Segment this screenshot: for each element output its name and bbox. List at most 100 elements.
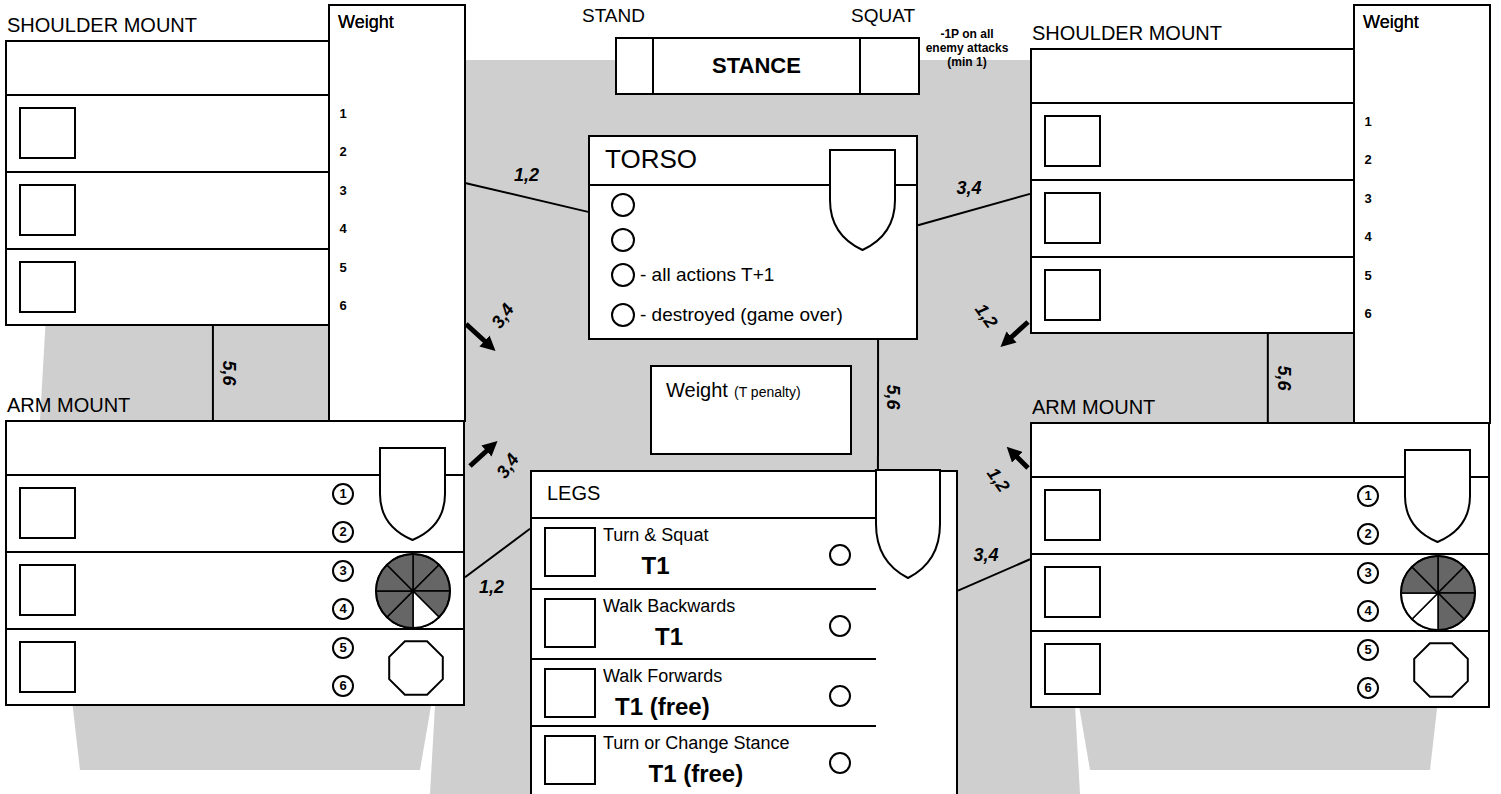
edge-label: 5,6 <box>1273 365 1294 390</box>
callout-number: 6 <box>332 675 354 697</box>
pie-wedge <box>376 591 413 617</box>
callout-number: 5 <box>332 637 354 659</box>
stance-heading: STAND <box>582 5 645 27</box>
checkbox-square <box>1045 644 1100 694</box>
pie-outline <box>1401 556 1475 630</box>
edge-label: 5,6 <box>883 384 904 409</box>
connector-line <box>465 183 588 212</box>
callout-number: 5 <box>1357 265 1379 287</box>
callout-number-text: 6 <box>1359 679 1377 697</box>
callout-number: 4 <box>332 218 354 240</box>
edge-label: 3,4 <box>956 177 981 198</box>
damage-circle <box>612 194 634 216</box>
panel-detail <box>1030 422 1490 708</box>
callout-number-text: 4 <box>334 600 352 618</box>
callout-number: 1 <box>332 103 354 125</box>
damage-circle <box>830 753 850 773</box>
armor-shield <box>830 150 895 250</box>
mount-heading: SHOULDER MOUNT <box>1032 22 1222 45</box>
callout-number-text: 2 <box>1359 525 1377 543</box>
arrow-label: 3,4 <box>487 300 518 332</box>
checkbox-square <box>1045 490 1100 540</box>
callout-number-text: 2 <box>334 143 352 161</box>
mount-heading: ARM MOUNT <box>1032 396 1155 419</box>
stance-track: STANCESTAND SQUAT <box>615 37 920 95</box>
checkbox-square <box>1045 193 1100 243</box>
callout-number: 1 <box>1357 485 1379 507</box>
pie-outline <box>376 554 450 628</box>
action-name: Turn & Squat <box>603 525 708 546</box>
weight-note: (T penalty) <box>734 384 801 400</box>
transfer-arrow <box>1006 322 1028 342</box>
callout-number-text: 1 <box>1359 113 1377 131</box>
callout-number-text: 1 <box>1359 487 1377 505</box>
action-cost: T1 (free) <box>649 760 744 788</box>
checkbox-square <box>545 736 595 784</box>
callout-number: 4 <box>1357 600 1379 622</box>
mount-panel: ARM MOUNTWeight123456 <box>5 420 465 706</box>
pie-wedge <box>1438 567 1475 593</box>
arrow-label: 3,4 <box>492 450 523 482</box>
arrow-label: 1,2 <box>982 464 1013 496</box>
action-cost: T1 <box>642 552 670 580</box>
callout-number-text: 1 <box>334 485 352 503</box>
action-name: Turn or Change Stance <box>603 733 789 754</box>
callout-number-text: 6 <box>334 677 352 695</box>
damage-circle <box>830 545 850 565</box>
row-divider <box>1030 553 1490 555</box>
callout-number-text: 4 <box>1359 602 1377 620</box>
pie-wedge <box>1401 593 1438 619</box>
connector-line <box>877 340 879 470</box>
callout-number-text: 4 <box>334 220 352 238</box>
pie-wedge <box>1438 593 1464 630</box>
panel-detail-group <box>5 448 465 695</box>
action-row: Walk BackwardsT1 <box>532 588 876 658</box>
checkbox-square <box>1045 567 1100 617</box>
callout-number-text: 3 <box>1359 190 1377 208</box>
stance-note: -1P on all enemy attacks (min 1) <box>925 28 1009 69</box>
panel-title: LEGS <box>547 482 600 505</box>
callout-number-text: 5 <box>334 259 352 277</box>
checkbox-square <box>1045 116 1100 166</box>
torso-panel: TORSO- all actions T+1- destroyed (game … <box>588 135 918 340</box>
stance-heading: SQUAT <box>851 5 915 27</box>
checkbox-square <box>1045 270 1100 320</box>
mech-silhouette <box>440 60 1060 470</box>
callout-number: 2 <box>1357 523 1379 545</box>
checkbox-square <box>20 565 75 615</box>
callout-number: 3 <box>1357 562 1379 584</box>
checkbox-square <box>20 642 75 692</box>
action-name: Walk Backwards <box>603 596 735 617</box>
callout-number: 2 <box>332 521 354 543</box>
stance-cell: SQUAT <box>859 39 918 93</box>
edge-label: 5,6 <box>219 360 240 385</box>
checkbox-square <box>545 669 595 717</box>
damage-note: - destroyed (game over) <box>640 304 843 326</box>
checkbox-square <box>20 488 75 538</box>
hit-pie <box>1401 556 1475 630</box>
callout-number: 5 <box>332 257 354 279</box>
legs-panel: LEGSTurn & SquatT1Walk BackwardsT1Walk F… <box>530 470 958 794</box>
edge-label: 1,2 <box>479 577 504 598</box>
checkbox-square <box>20 262 75 312</box>
callout-number-text: 5 <box>1359 267 1377 285</box>
row-divider <box>5 551 465 553</box>
callout-number-text: 6 <box>1359 305 1377 323</box>
mount-panel: ARM MOUNTWeight123456 <box>1030 422 1490 708</box>
damage-note: - all actions T+1 <box>640 264 774 286</box>
mount-heading: SHOULDER MOUNT <box>7 14 197 37</box>
damage-circle <box>612 229 634 251</box>
weight-box: Weight <box>1353 4 1491 424</box>
callout-number: 4 <box>1357 226 1379 248</box>
checkbox-square <box>545 528 595 576</box>
stance-cell: STAND <box>617 39 654 93</box>
panel-detail-group <box>588 150 918 326</box>
pie-wedge <box>387 554 413 591</box>
transfer-arrow <box>470 446 492 466</box>
stance-title: STANCE <box>654 53 859 78</box>
weight-label: Weight <box>666 379 728 402</box>
damage-circle <box>612 264 634 286</box>
callout-number: 4 <box>332 598 354 620</box>
callout-number: 6 <box>1357 677 1379 699</box>
arrow-label: 1,2 <box>970 300 1001 332</box>
